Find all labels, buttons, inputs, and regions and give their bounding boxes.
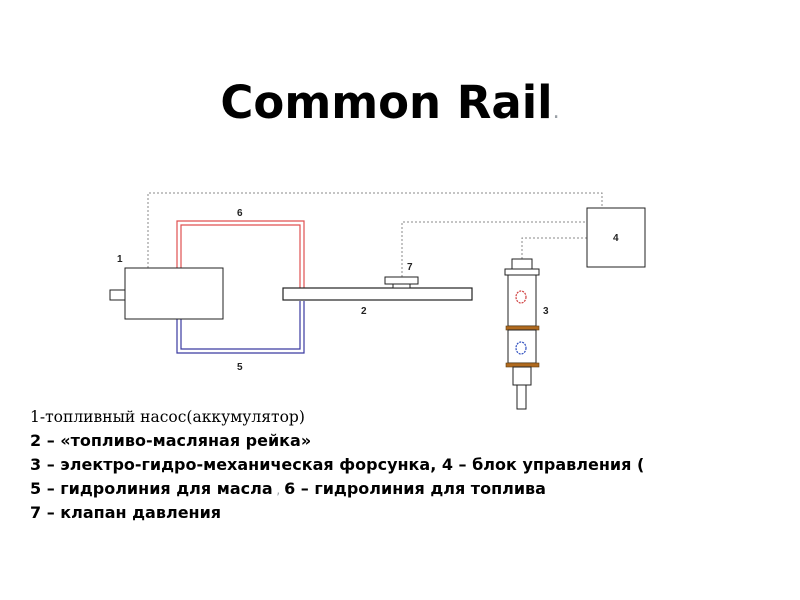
- control-signal-lines: [147, 192, 603, 277]
- legend-line-5: 7 – клапан давления: [30, 503, 222, 522]
- fuel-line: [176, 220, 305, 288]
- injector: [504, 258, 540, 410]
- pump-body: [124, 267, 224, 320]
- diagram-legend: 1-топливный насос(аккумулятор) 2 – «топл…: [30, 405, 800, 525]
- label-oil-line: 5: [237, 362, 243, 373]
- legend-line-4-oil: 5 – гидролиния для масла: [30, 479, 273, 498]
- legend-line-4: 5 – гидролиния для масла , 6 – гидролини…: [30, 477, 800, 501]
- pump-shaft: [109, 289, 127, 301]
- injector-upper-port: [515, 290, 527, 304]
- injector-upper-band: [505, 325, 540, 331]
- injector-tip-body: [512, 366, 532, 386]
- slide-title: Common Rail.: [0, 76, 780, 129]
- injector-lower-band: [505, 362, 540, 368]
- injector-upper-body: [507, 274, 537, 327]
- signal-line-injector-to-ecu: [521, 237, 587, 259]
- slide-title-dot: .: [552, 99, 560, 124]
- slide-title-text: Common Rail: [220, 76, 553, 129]
- label-valve: 7: [407, 262, 413, 273]
- label-rail: 2: [361, 306, 367, 317]
- injector-lower-port: [515, 341, 527, 355]
- valve-body: [384, 276, 419, 285]
- rail: [282, 287, 473, 301]
- label-control-unit: 4: [613, 233, 619, 244]
- signal-line-pump-to-ecu: [147, 192, 603, 268]
- pump: [109, 267, 224, 320]
- legend-line-3: 3 – электро-гидро-механическая форсунка,…: [30, 455, 645, 474]
- pressure-valve: [384, 276, 419, 289]
- label-pump: 1: [117, 254, 123, 265]
- valve-stem: [392, 283, 411, 289]
- legend-line-2: 2 – «топливо-масляная рейка»: [30, 431, 312, 450]
- injector-cap: [511, 258, 533, 270]
- injector-flange: [504, 268, 540, 276]
- control-unit: [586, 207, 646, 268]
- signal-line-valve-to-ecu: [401, 221, 587, 277]
- label-fuel-line: 6: [237, 208, 243, 219]
- oil-line: [176, 301, 305, 354]
- legend-line-1: 1-топливный насос(аккумулятор): [30, 408, 305, 426]
- injector-nozzle: [516, 384, 527, 410]
- label-injector: 3: [543, 306, 549, 317]
- injector-lower-body: [507, 329, 537, 364]
- legend-line-4-fuel: 6 – гидролиния для топлива: [284, 479, 546, 498]
- legend-line-4-separator: ,: [272, 483, 285, 497]
